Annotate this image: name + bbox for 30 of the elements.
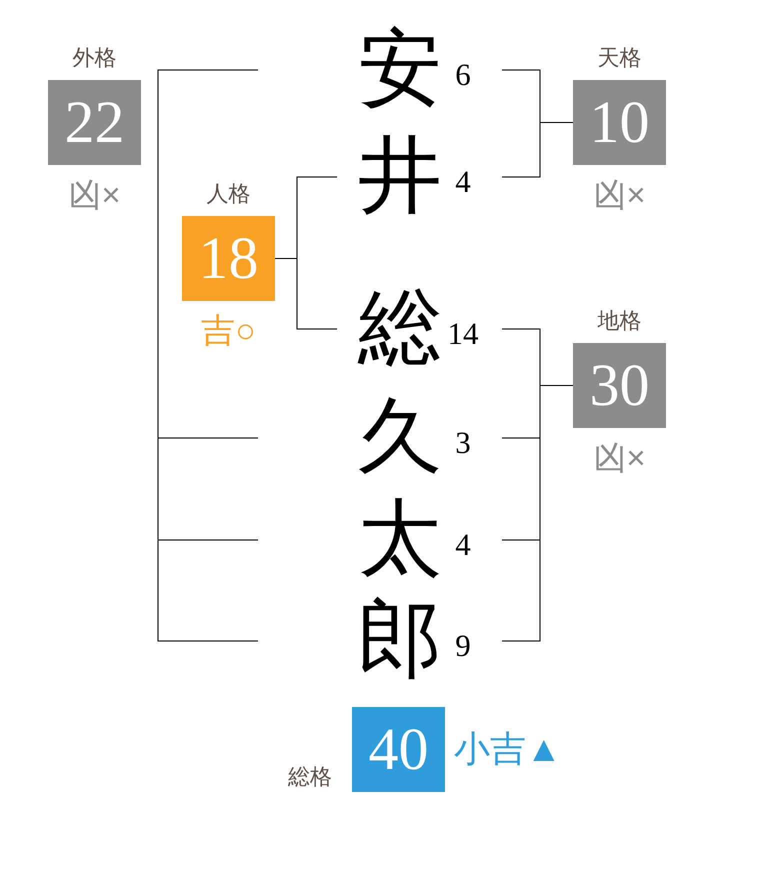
score-number: 18 [198, 226, 258, 290]
stroke-count: 14 [448, 317, 478, 351]
fortune-verdict: 吉○ [201, 312, 256, 350]
name-character: 郎 [358, 599, 442, 683]
connector-line [274, 258, 338, 330]
fortune-verdict: 小吉▲ [454, 729, 562, 769]
connector-line [502, 122, 574, 178]
score-number: 40 [368, 717, 428, 781]
connector-line [502, 385, 574, 642]
fortune-verdict: 凶× [593, 439, 646, 476]
name-character: 安 [358, 28, 442, 112]
stroke-count: 6 [455, 58, 471, 92]
grade-label: 人格 [206, 180, 250, 208]
stroke-count: 4 [455, 528, 471, 562]
stroke-count: 9 [455, 629, 471, 663]
stroke-count: 4 [455, 165, 471, 199]
name-character: 太 [358, 498, 442, 582]
fortune-verdict: 凶× [68, 176, 121, 213]
fortune-verdict: 凶× [593, 176, 646, 213]
score-number: 22 [64, 90, 124, 154]
grade-label: 天格 [598, 44, 642, 72]
name-character: 井 [358, 135, 442, 219]
name-character: 久 [358, 396, 442, 480]
name-character: 総 [358, 287, 442, 371]
grade-label: 総格 [288, 763, 332, 791]
score-number: 10 [590, 90, 650, 154]
grade-label: 外格 [72, 44, 116, 72]
score-number: 30 [590, 353, 650, 417]
grade-label: 地格 [598, 307, 642, 335]
stroke-count: 3 [455, 426, 471, 460]
